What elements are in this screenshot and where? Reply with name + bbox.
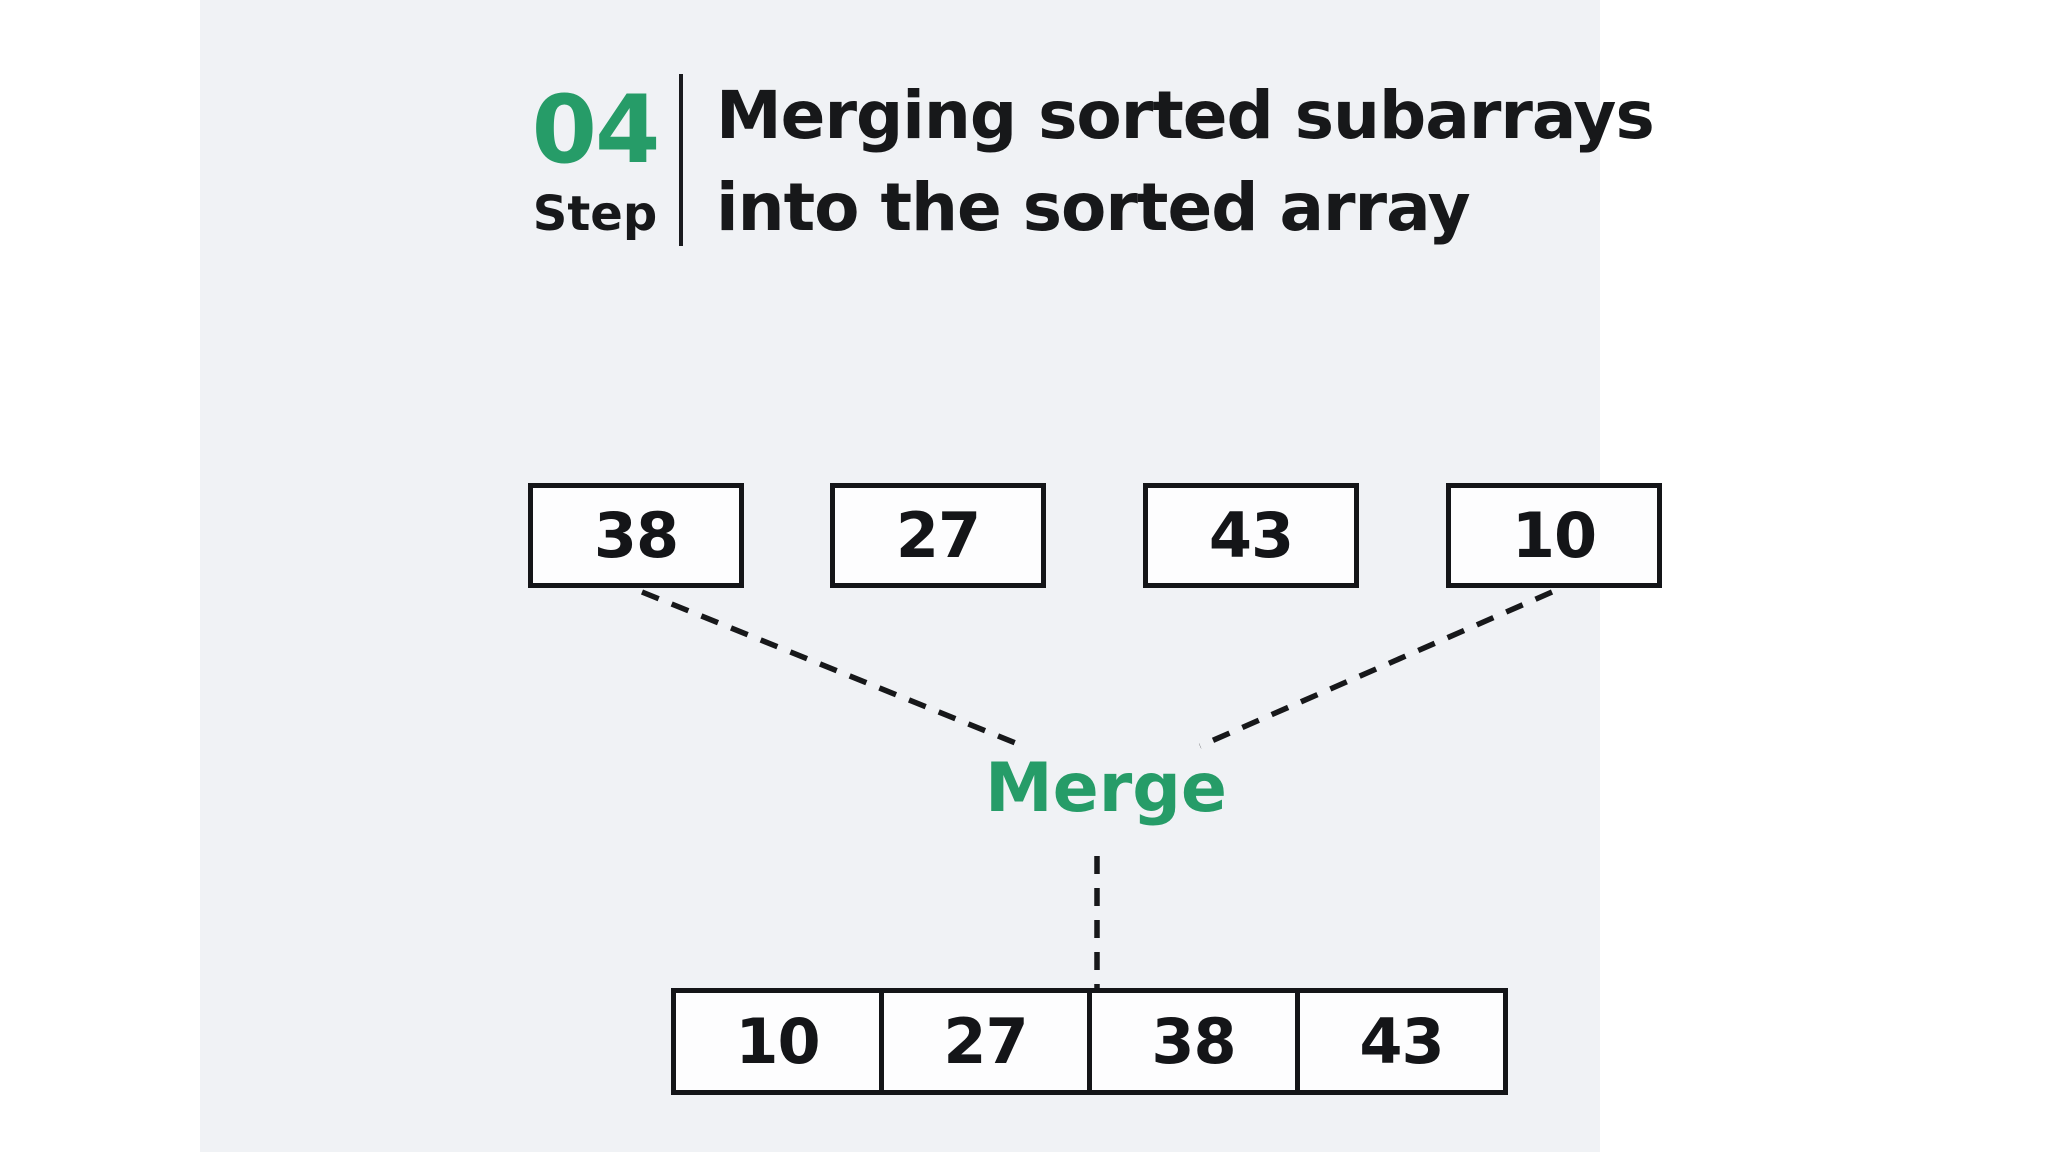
merged-array-value: 10 (735, 1005, 820, 1078)
connector-line-left (640, 589, 1020, 747)
subarray-box: 10 (1446, 483, 1662, 588)
merged-array-value: 43 (1359, 1005, 1444, 1078)
merge-label: Merge (984, 749, 1228, 828)
step-block: 04 Step (530, 76, 661, 242)
title-line-2: into the sorted array (716, 169, 1471, 246)
step-label: Step (532, 186, 658, 242)
title-line-1: Merging sorted subarrays (716, 77, 1655, 154)
merged-array: 10 27 38 43 (671, 988, 1508, 1095)
merged-array-value: 27 (943, 1005, 1028, 1078)
header-divider (679, 74, 683, 246)
merged-array-cell: 38 (1087, 988, 1300, 1095)
step-number: 04 (531, 76, 661, 185)
subarray-value: 27 (895, 499, 981, 572)
subarray-value: 43 (1208, 499, 1294, 572)
subarray-box: 38 (528, 483, 744, 588)
merged-array-value: 38 (1151, 1005, 1236, 1078)
subarray-value: 10 (1511, 499, 1597, 572)
subarray-value: 38 (593, 499, 679, 572)
page-title: Merging sorted subarrays into the sorted … (716, 70, 1655, 254)
content-panel: 04 Step Merging sorted subarrays into the… (200, 0, 1662, 1152)
connector-line-right (1198, 589, 1554, 749)
merged-array-cell: 43 (1295, 988, 1508, 1095)
merged-array-cell: 27 (879, 988, 1092, 1095)
subarray-box: 27 (830, 483, 1046, 588)
merged-array-cell: 10 (671, 988, 884, 1095)
subarray-box: 43 (1143, 483, 1359, 588)
